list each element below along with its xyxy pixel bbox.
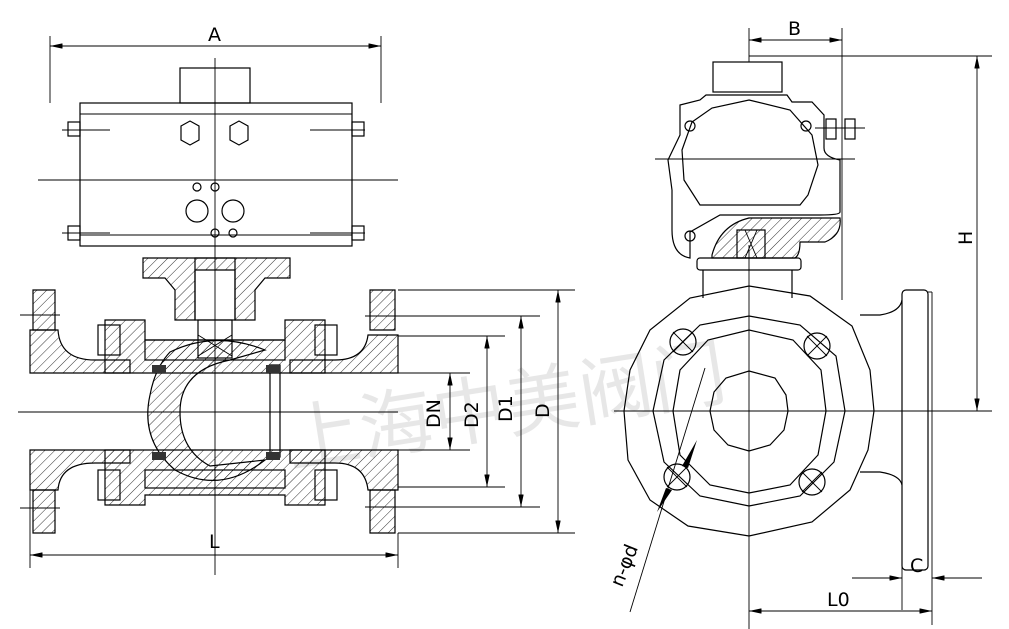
label-b: B	[788, 18, 801, 40]
label-h: H	[955, 231, 977, 245]
front-view: A	[18, 24, 575, 575]
actuator-section	[711, 217, 841, 259]
actuator-top-boss	[712, 61, 783, 93]
ball	[147, 339, 268, 481]
label-a: A	[208, 24, 221, 46]
port-circle	[221, 199, 245, 223]
actuator-inner	[681, 99, 819, 206]
label-d2: D2	[461, 401, 483, 428]
bolt-hole	[663, 463, 691, 491]
left-flange-bottom	[32, 489, 56, 534]
label-l0: L0	[827, 589, 850, 611]
bracket	[142, 257, 291, 321]
label-d1: D1	[495, 395, 517, 422]
bolt-hole	[803, 332, 831, 360]
seat-ring	[269, 364, 281, 458]
side-flange	[901, 289, 929, 571]
label-c: C	[910, 555, 923, 577]
bolt	[314, 324, 338, 356]
bolt	[97, 324, 121, 356]
port-circle	[185, 199, 209, 223]
actuator-housing	[667, 94, 841, 259]
hex-nut	[180, 120, 200, 146]
side-view: B H	[606, 18, 992, 629]
label-l: L	[209, 531, 220, 553]
label-dn: DN	[423, 399, 445, 428]
left-flange-top	[32, 289, 56, 331]
hex-nut	[229, 120, 249, 146]
seat	[152, 365, 166, 373]
actuator-body	[79, 102, 353, 247]
bolt-hole	[669, 328, 697, 356]
bolt-hole	[798, 468, 826, 496]
bolt	[314, 469, 338, 501]
right-flange-bottom	[369, 489, 396, 534]
label-n-phi-d: n-φd	[606, 541, 643, 590]
bolt	[97, 469, 121, 501]
label-d: D	[532, 403, 554, 418]
right-flange-top	[369, 289, 396, 331]
